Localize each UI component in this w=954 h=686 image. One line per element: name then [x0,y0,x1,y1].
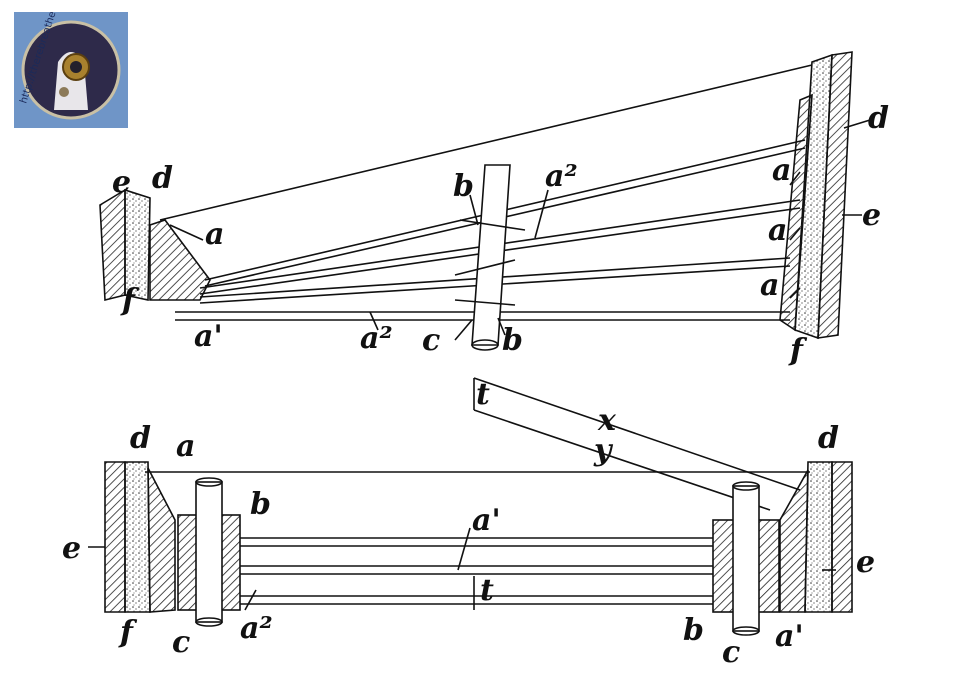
label-f-right-top: f [788,333,808,368]
bottom-right-wall-e [831,461,853,613]
label-a2-bottom-top: a² [360,321,393,356]
top-spiral-strap [454,219,526,306]
bottom-right-plate-stack [779,469,809,613]
bottom-left-wall-e [104,461,126,613]
leader-a-right-1 [789,171,801,186]
leader-a2-top [534,189,549,239]
leader-a-right-3 [789,287,801,299]
line-x [473,377,801,491]
leader-d-right [843,119,871,129]
label-a-right-1-top: a [772,153,791,188]
label-d-right-bottom: d [818,421,839,456]
label-d-left-top: d [152,161,173,196]
label-b-bottom-top: b [502,323,523,358]
label-a-right-2-top: a [768,213,787,248]
helmet-port-icon [70,61,82,73]
top-center-shaft [471,164,511,346]
label-c-left-bottom: c [172,625,190,660]
top-right-plate-stack [779,93,813,332]
label-a-left-top: a [205,217,224,252]
label-f-bottom: f [118,615,138,650]
label-c-right-bottom: c [722,635,740,670]
label-t-mid: t [480,573,494,608]
top-left-plate-stack [149,219,211,301]
bottom-right-shaft-top [732,481,760,491]
line-y [473,409,771,511]
top-figure [99,51,871,351]
label-e-right-bottom: e [856,545,875,580]
top-left-lining-d [124,188,151,301]
bottom-left-shaft-bottom [195,617,223,627]
leader-c [454,319,473,341]
label-a-right-bottom: a' [775,619,804,654]
bottom-right-lining-d [804,461,833,613]
label-b-bottom: b [250,487,271,522]
label-a2-bottom: a² [240,611,273,646]
bottom-right-shaft [732,485,760,632]
leader-a-left [169,224,204,241]
label-x: x [597,403,617,438]
bottom-figure [88,377,853,636]
top-shaft-end [471,339,499,351]
bottom-left-shaft-top [195,477,223,487]
label-a-prime-mid: a' [472,503,501,538]
leader-a2 [244,589,257,611]
top-plate-line-1 [159,64,813,221]
regulator-icon [59,87,69,97]
label-e-right-top: e [862,198,881,233]
label-b-top-top: b [453,169,474,204]
label-t-top: t [476,377,490,412]
leader-a-right-2 [789,227,801,241]
bottom-right-shaft-bottom [732,626,760,636]
bottom-left-lining-d [124,461,151,613]
leader-b-top [469,194,479,226]
bottom-left-shaft [195,481,223,623]
label-c-top: c [422,323,440,358]
bottom-left-plate-stack [147,467,176,613]
label-e-left-bottom: e [62,531,81,566]
website-logo-badge: http://therebreathersite.nl [14,12,128,128]
label-b-right-bottom: b [683,613,704,648]
leader-a2-bottom [369,311,379,331]
leader-b-bottom [497,317,506,336]
leader-a-prime-mid [457,527,471,571]
label-y: y [593,433,614,468]
label-d-right-top: d [868,101,889,136]
label-a-right-3-top: a [760,268,779,303]
label-a-prime-top: a' [194,319,223,354]
label-a2-top-top: a² [545,159,578,194]
label-e-left-top: e [112,165,131,200]
label-d-left-bottom: d [130,421,151,456]
label-a-left-bottom: a [176,429,195,464]
